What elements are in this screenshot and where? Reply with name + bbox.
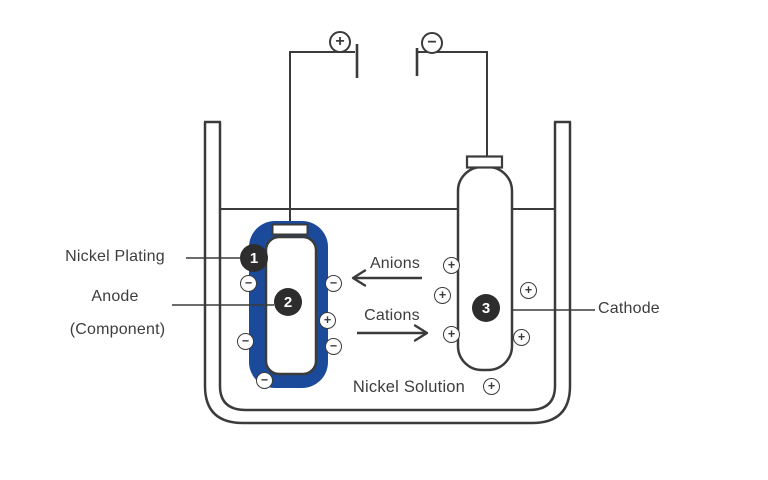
- cation-icon: +: [483, 378, 500, 395]
- tank-outer-wall: [203, 122, 572, 425]
- anions-arrow: [351, 269, 422, 287]
- cathode-label: Cathode: [598, 300, 660, 317]
- cation-icon: +: [443, 257, 460, 274]
- positive-terminal-icon: +: [329, 31, 351, 53]
- anions-label: Anions: [369, 255, 421, 272]
- anode-wire: [289, 51, 355, 227]
- cathode-body: [456, 165, 514, 372]
- cations-label: Cations: [364, 307, 420, 324]
- tank-inner-wall: [218, 122, 557, 412]
- anion-icon: −: [325, 338, 342, 355]
- cation-icon: +: [513, 329, 530, 346]
- cation-icon: +: [319, 312, 336, 329]
- anion-icon: −: [325, 275, 342, 292]
- anode-label: Anode: [91, 288, 139, 305]
- badge-2-anode: 2: [274, 288, 302, 316]
- negative-terminal-icon: −: [421, 32, 443, 54]
- anode-contact-notch: [271, 223, 309, 236]
- cathode-contact-cap: [465, 155, 504, 169]
- cation-icon: +: [520, 282, 537, 299]
- nickel-solution-label: Nickel Solution: [352, 378, 466, 396]
- cathode-wire: [417, 51, 488, 158]
- cation-icon: +: [443, 326, 460, 343]
- cations-arrow: [357, 324, 429, 342]
- component-label: (Component): [69, 321, 166, 338]
- nickel-plating-label: Nickel Plating: [65, 248, 165, 265]
- badge-3-cathode: 3: [472, 294, 500, 322]
- anion-icon: −: [240, 275, 257, 292]
- anion-icon: −: [256, 372, 273, 389]
- badge-1-nickel-plating: 1: [240, 244, 268, 272]
- cation-icon: +: [434, 287, 451, 304]
- anion-icon: −: [237, 333, 254, 350]
